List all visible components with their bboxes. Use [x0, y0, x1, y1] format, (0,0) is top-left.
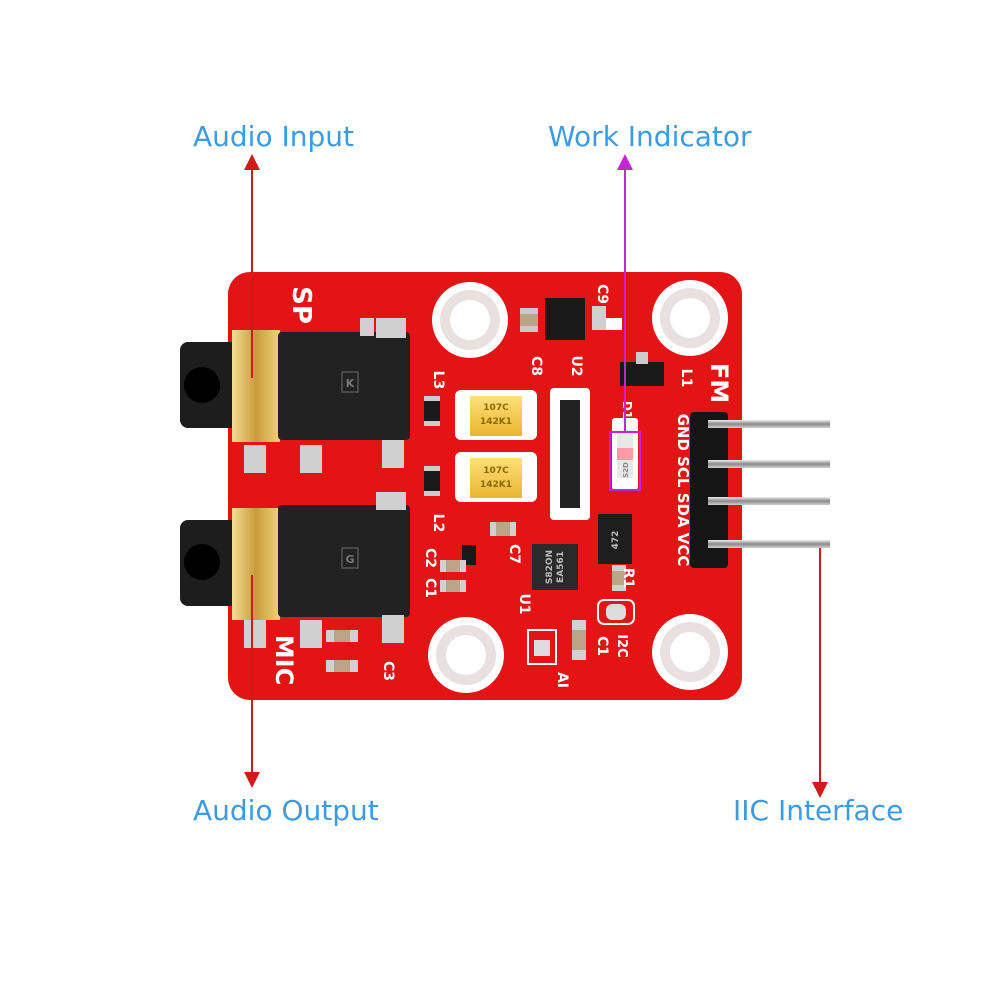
silk-u2: U2: [568, 355, 584, 376]
audio-jack-bottom: G: [180, 492, 410, 648]
work-indicator-led: S2D: [609, 418, 641, 491]
chip-r-mark: 472: [611, 531, 621, 550]
jack-top-mark: K: [346, 377, 355, 390]
silk-c2: C2: [422, 548, 438, 568]
iic-interface-label: IIC Interface: [733, 794, 904, 827]
jack-bottom-mark: G: [345, 553, 354, 566]
cap-top-code: 142K1: [480, 417, 512, 427]
silk-c3: C3: [380, 661, 396, 681]
audio-jack-top: K: [180, 318, 410, 473]
smd-components: [326, 298, 664, 672]
silk-ai: AI: [554, 672, 570, 688]
silk-l3: L3: [430, 371, 446, 390]
silk-c9: C9: [594, 284, 610, 304]
silk-l2: L2: [430, 514, 446, 533]
silk-c8: C8: [528, 356, 544, 376]
cap-top-mark: 107C: [483, 403, 509, 413]
silk-fm: FM: [705, 363, 733, 403]
audio-input-label: Audio Input: [193, 120, 354, 153]
silk-sp: SP: [286, 286, 316, 324]
tantalum-capacitor-top: 107C 142K1: [455, 390, 537, 440]
chip-u1-line2: EA561: [556, 551, 566, 583]
iic-pin-header: [690, 412, 830, 568]
tantalum-capacitor-bottom: 107C 142K1: [455, 452, 537, 502]
cap-bottom-mark: 107C: [483, 466, 509, 476]
chip-u1: S82ON EA561: [532, 544, 578, 590]
silk-l1: L1: [678, 369, 694, 388]
silk-d1: D1: [620, 401, 634, 419]
silk-mic: MIC: [270, 635, 298, 685]
audio-output-label: Audio Output: [193, 794, 379, 827]
silk-c1-right: C1: [594, 636, 610, 656]
cap-bottom-code: 142K1: [480, 480, 512, 490]
silk-i2c: I2C: [614, 634, 629, 657]
silk-c7: C7: [506, 544, 522, 564]
work-indicator-label: Work Indicator: [548, 120, 752, 153]
silkscreen-labels: SP MIC FM GND SCL SDA VCC L3 L2 L1 C2 C1…: [270, 284, 733, 688]
resistor-array: 472: [598, 514, 632, 564]
silk-r1: R1: [620, 568, 636, 589]
led-mark: S2D: [622, 462, 630, 478]
silk-pin-labels: GND SCL SDA VCC: [674, 414, 692, 567]
chip-u1-line1: S82ON: [545, 550, 555, 584]
silk-c1: C1: [422, 578, 438, 598]
silk-u1: U1: [516, 593, 532, 614]
mounting-holes: [428, 280, 728, 693]
